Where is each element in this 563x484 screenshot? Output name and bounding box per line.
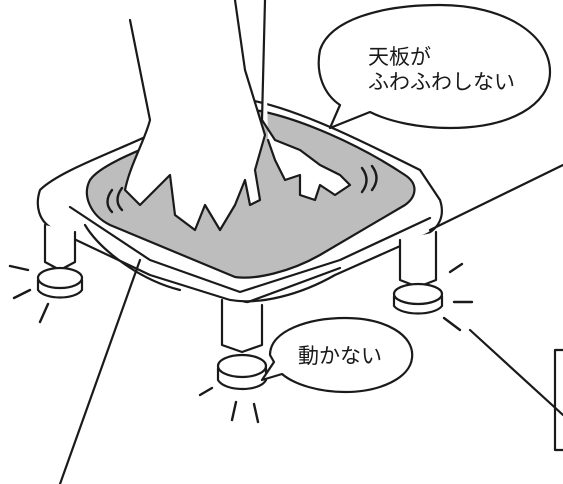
bubble-top-line2: ふわふわしない	[368, 70, 515, 94]
bubble-top-line1: 天板が	[368, 45, 431, 69]
motion-lines	[8, 164, 474, 424]
hands-icon	[123, 0, 352, 232]
speech-bubble-bottom	[260, 316, 414, 394]
bubble-bottom-text: 動かない	[298, 344, 382, 368]
stool-legs	[36, 223, 444, 391]
speech-bubble-top	[317, 3, 552, 130]
